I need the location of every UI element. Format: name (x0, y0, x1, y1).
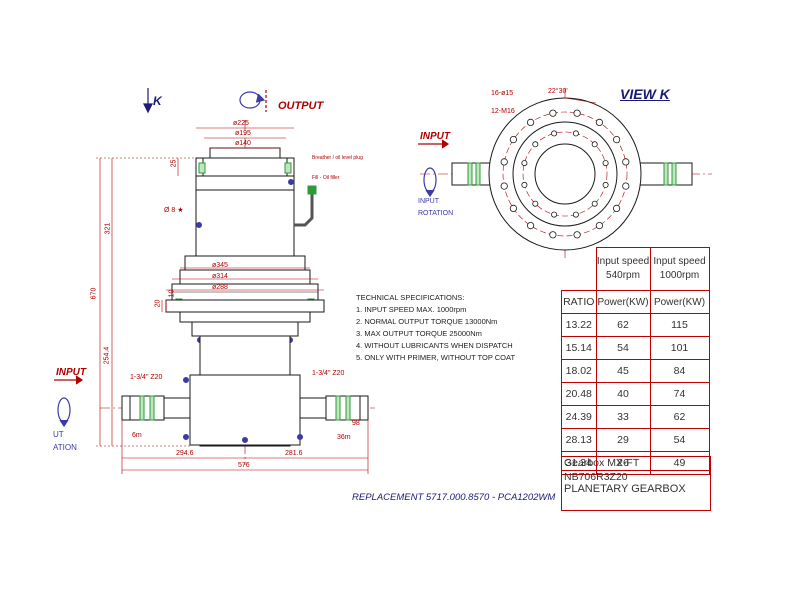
dim-bolts: 12-M16 (491, 108, 515, 115)
dim-d345: ø345 (212, 262, 228, 269)
dim-w576: 576 (238, 462, 250, 469)
dim-angle: 22°30' (548, 88, 568, 95)
bolt-hole (509, 204, 518, 212)
bolt-hole (526, 118, 535, 127)
header-speed-1000: Input speed 1000rpm (649, 247, 710, 291)
power-table: Input speed 540rpm Input speed 1000rpm R… (561, 247, 710, 475)
output-rotation-arrow (239, 90, 267, 112)
threaded-hole (521, 181, 528, 188)
title-line-2: NB706R3Z20 (564, 471, 628, 483)
threaded-hole (532, 141, 539, 148)
threaded-hole (572, 211, 579, 218)
rotation-label-right-2: ROTATION (418, 210, 454, 217)
replacement-note: REPLACEMENT 5717.000.8570 - PCA1202WM (352, 492, 556, 503)
bolt-hole (573, 231, 581, 239)
bolt-hole (612, 204, 621, 212)
col-power-540-header: Power(KW) (595, 290, 651, 314)
threaded-hole (591, 200, 598, 207)
technical-specifications: TECHNICAL SPECIFICATIONS: 1. INPUT SPEED… (356, 292, 515, 364)
front-dimensions (96, 127, 369, 474)
dim-w294: 294.6 (176, 450, 194, 457)
spec-line: 5. ONLY WITH PRIMER, WITHOUT TOP COAT (356, 353, 516, 362)
bolt-hole (612, 136, 621, 144)
dim-d98: 98 (352, 420, 360, 427)
dim-d140: ø140 (235, 140, 251, 147)
dim-small-left: 6m (132, 432, 142, 439)
front-view (100, 120, 375, 465)
threaded-hole (602, 181, 609, 188)
header-speed-540: Input speed 540rpm (595, 247, 651, 291)
specs-title: TECHNICAL SPECIFICATIONS: (356, 293, 465, 302)
dim-w281: 281.6 (285, 450, 303, 457)
breather-note: Breather / oil level plug (312, 155, 363, 161)
dim-h254: 254.4 (103, 346, 111, 365)
dim-small-right: 36m (337, 434, 351, 441)
title-line-1: Gearbox MX-FT (562, 457, 710, 471)
breather-note-2: Fill - Oil filler (312, 175, 340, 181)
dim-d195: ø195 (235, 130, 251, 137)
spec-line: 2. NORMAL OUTPUT TORQUE 13000Nm (356, 317, 498, 326)
input-label-right: INPUT (420, 131, 450, 142)
threaded-hole (602, 160, 609, 167)
right-input-rotation-arrow (418, 139, 450, 198)
col-power-1000-header: Power(KW) (649, 290, 710, 314)
view-k-title: VIEW K (620, 86, 670, 102)
bolt-hole (622, 182, 630, 190)
dim-h321: 321 (104, 222, 112, 235)
dim-h10: 10 (168, 289, 176, 298)
rotation-label-left-2: ATION (53, 443, 77, 452)
title-line-3: PLANETARY GEARBOX (564, 483, 686, 495)
dim-hole-count: 16-ø15 (491, 90, 514, 97)
col-ratio-header: RATIO (561, 290, 597, 314)
dim-h20: 20 (154, 299, 162, 308)
dim-d288: ø288 (212, 284, 228, 291)
view-k-bolt-holes (500, 109, 630, 239)
bolt-hole (526, 222, 535, 230)
view-k-marker: K (153, 94, 162, 108)
dim-spline-left: 1-3/4" Z20 (130, 374, 163, 381)
title-block: Gearbox MX-FT NB706R3Z20 PLANETARY GEARB… (561, 456, 711, 511)
bolt-hole (595, 222, 604, 230)
threaded-hole (551, 130, 558, 137)
bolt-hole (622, 158, 630, 166)
dim-h25: 25 (170, 159, 178, 168)
threaded-hole (521, 160, 528, 167)
bolt-hole (549, 231, 557, 239)
threaded-hole (551, 211, 558, 218)
spec-line: 4. WITHOUT LUBRICANTS WHEN DISPATCH (356, 341, 513, 350)
bolt-hole (500, 158, 508, 166)
bolt-hole (595, 118, 604, 127)
spec-line: 3. MAX OUTPUT TORQUE 25000Nm (356, 329, 482, 338)
rotation-label-left-1: UT (53, 430, 64, 439)
view-k-inner-holes (521, 130, 609, 218)
view-k-arrow (143, 88, 153, 114)
view-k (420, 88, 712, 258)
dim-spline-right: 1-3/4" Z20 (312, 370, 345, 377)
threaded-hole (532, 200, 539, 207)
dim-drain-note: Ø 8 ★ (164, 207, 184, 214)
spec-line: 1. INPUT SPEED MAX. 1000rpm (356, 305, 467, 314)
threaded-hole (591, 141, 598, 148)
dim-h670: 670 (90, 287, 98, 300)
dim-d314: ø314 (212, 273, 228, 280)
bolt-hole (549, 109, 557, 117)
bolt-hole (509, 136, 518, 144)
left-input-rotation-arrow (54, 375, 84, 428)
input-label-left: INPUT (56, 367, 86, 378)
threaded-hole (572, 130, 579, 137)
dim-d225: ø225 (233, 120, 249, 127)
output-label: OUTPUT (278, 100, 324, 112)
bolt-hole (573, 109, 581, 117)
rotation-label-right-1: INPUT (418, 198, 439, 205)
bolt-hole (500, 182, 508, 190)
